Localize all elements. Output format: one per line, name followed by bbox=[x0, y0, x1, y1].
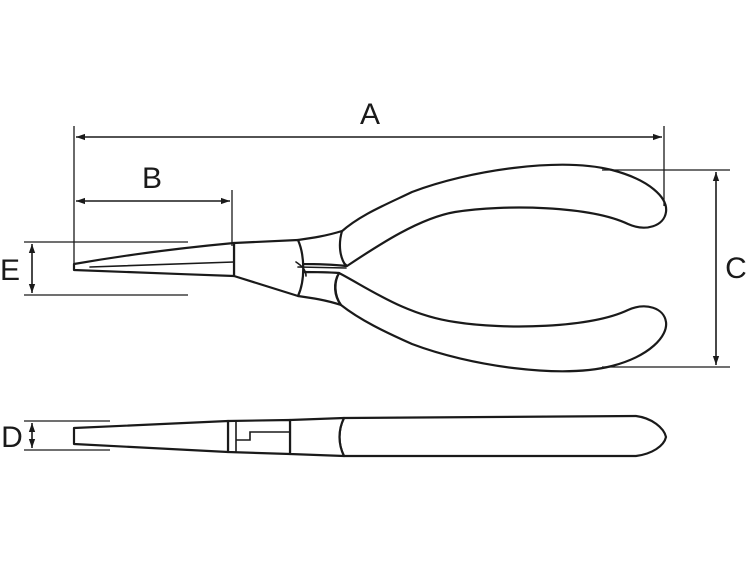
joint-pivot-line bbox=[295, 261, 307, 277]
side-joint bbox=[226, 418, 292, 456]
label-b: B bbox=[142, 162, 162, 195]
dimension-d: D bbox=[1, 420, 110, 454]
dimension-b: B bbox=[76, 162, 233, 246]
side-nose bbox=[72, 419, 230, 454]
side-handle bbox=[338, 414, 668, 458]
shank-seam bbox=[297, 266, 347, 269]
label-d: D bbox=[1, 421, 23, 454]
label-e: E bbox=[0, 254, 20, 287]
pliers-side-view bbox=[72, 414, 668, 458]
dimension-c: C bbox=[602, 169, 747, 368]
label-a: A bbox=[360, 98, 380, 131]
upper-shank bbox=[296, 229, 348, 268]
dimension-e: E bbox=[0, 241, 188, 296]
lower-handle bbox=[334, 271, 668, 373]
joint-box bbox=[232, 238, 305, 298]
dimension-a: A bbox=[73, 98, 665, 264]
lower-shank bbox=[296, 270, 343, 307]
side-shank bbox=[288, 416, 346, 458]
nose-jaws bbox=[72, 241, 236, 278]
label-c: C bbox=[725, 252, 747, 285]
jaw-seam bbox=[89, 261, 235, 268]
side-joint-step bbox=[235, 420, 291, 453]
pliers-top-view bbox=[72, 163, 668, 373]
upper-handle bbox=[336, 163, 668, 268]
